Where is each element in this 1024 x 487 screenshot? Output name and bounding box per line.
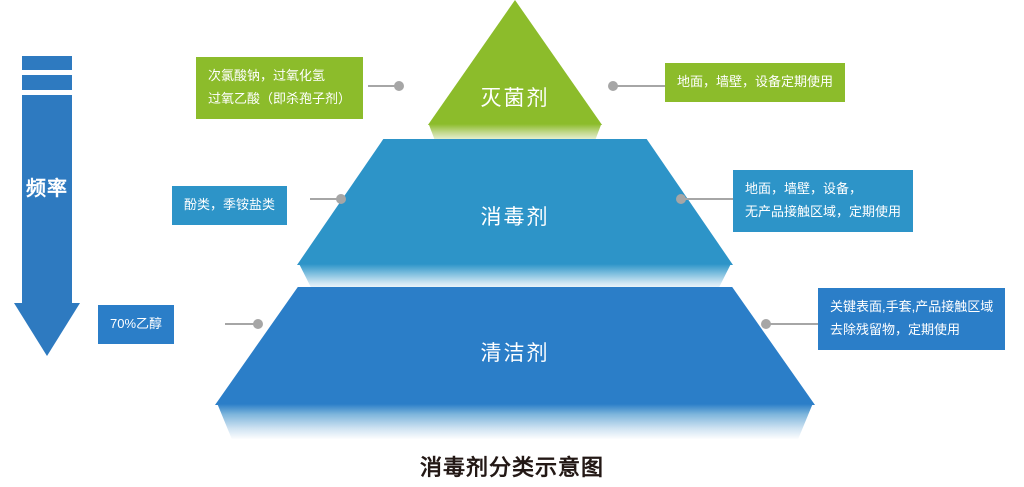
connector-line <box>769 323 819 325</box>
callout-line: 过氧乙酸（即杀孢子剂） <box>208 90 352 106</box>
pyramid-tier-cleaner[interactable]: 清洁剂 <box>215 287 815 439</box>
connector-line <box>310 198 340 200</box>
tier-base-disinfectant <box>299 264 731 290</box>
arrow-shaft <box>22 95 72 305</box>
arrow-segment-middle <box>22 75 72 90</box>
diagram-title: 消毒剂分类示意图 <box>419 455 604 480</box>
connector-disinfectant-right <box>676 193 734 205</box>
callout-sterilant-usage[interactable]: 地面，墙壁，设备定期使用 <box>665 63 846 102</box>
callout-line: 去除残留物，定期使用 <box>830 321 961 337</box>
callout-line: 无产品接触区域，定期使用 <box>745 203 902 219</box>
tier-label-sterilant: 灭菌剂 <box>480 87 550 110</box>
connector-line <box>368 85 398 87</box>
connector-dot <box>761 319 771 329</box>
frequency-label: 频率 <box>26 178 68 200</box>
connector-sterilant-right <box>608 80 666 92</box>
callout-disinfectant-agents[interactable]: 酚类，季铵盐类 <box>172 186 288 225</box>
callout-line: 地面，墙壁，设备定期使用 <box>677 74 834 89</box>
connector-dot <box>253 319 263 329</box>
tier-base-cleaner <box>217 404 813 439</box>
connector-line <box>616 85 666 87</box>
callout-sterilant-agents[interactable]: 次氯酸钠，过氧化氢 过氧乙酸（即杀孢子剂） <box>196 57 364 119</box>
connector-line <box>684 198 734 200</box>
connector-cleaner-left <box>225 318 267 330</box>
tier-face-disinfectant <box>297 139 733 265</box>
callout-cleaner-usage[interactable]: 关键表面,手套,产品接触区域 去除残留物，定期使用 <box>818 288 1006 350</box>
connector-dot <box>336 194 346 204</box>
pyramid-tier-sterilant[interactable]: 灭菌剂 <box>385 0 645 146</box>
arrow-segment-top <box>22 56 72 70</box>
callout-disinfectant-usage[interactable]: 地面，墙壁，设备， 无产品接触区域，定期使用 <box>733 170 914 232</box>
callout-line: 次氯酸钠，过氧化氢 <box>208 68 326 83</box>
callout-line: 70%乙醇 <box>110 316 163 331</box>
connector-dot <box>394 81 404 91</box>
callout-line: 关键表面,手套,产品接触区域 <box>830 299 994 314</box>
connector-line <box>225 323 257 325</box>
callout-line: 酚类，季铵盐类 <box>184 197 276 212</box>
connector-cleaner-right <box>761 318 819 330</box>
frequency-arrow: 频率 <box>14 56 82 356</box>
connector-disinfectant-left <box>310 193 350 205</box>
connector-dot <box>608 81 618 91</box>
connector-sterilant-left <box>368 80 408 92</box>
callout-cleaner-agents[interactable]: 70%乙醇 <box>98 305 175 344</box>
callout-line: 地面，墙壁，设备， <box>745 181 863 196</box>
tier-face-cleaner <box>215 287 815 405</box>
pyramid-tier-disinfectant[interactable]: 消毒剂 <box>297 139 733 290</box>
pyramid: 灭菌剂 消毒剂 清洁剂 <box>215 0 815 440</box>
connector-dot <box>676 194 686 204</box>
arrow-head-down-icon <box>14 303 80 356</box>
tier-label-disinfectant: 消毒剂 <box>480 206 550 229</box>
tier-label-cleaner: 清洁剂 <box>480 342 550 365</box>
